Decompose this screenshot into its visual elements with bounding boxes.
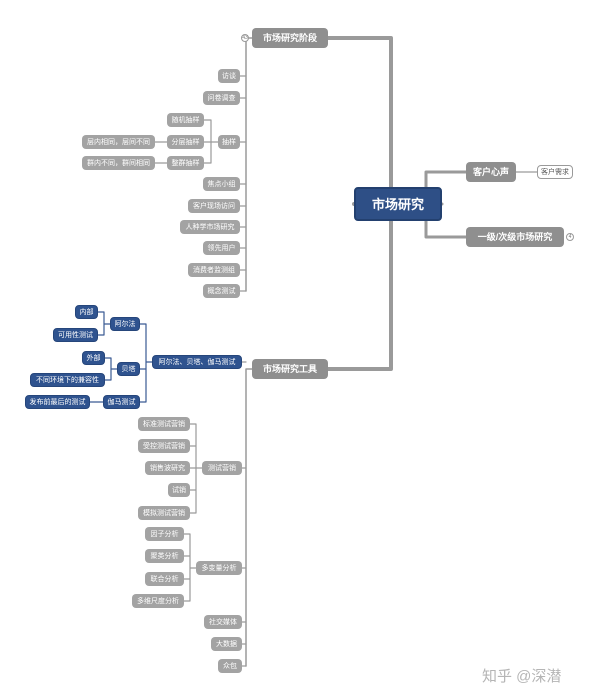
node-ethnographic-research[interactable]: 人种学市场研究 [180, 220, 240, 234]
node-usability-test[interactable]: 可用性测试 [53, 328, 98, 342]
node-concept-test[interactable]: 概念测试 [203, 284, 240, 298]
node-alpha[interactable]: 阿尔法 [110, 317, 140, 331]
node-crowdsourcing[interactable]: 众包 [218, 659, 242, 673]
branch-voice-of-customer[interactable]: 客户心声 [466, 162, 516, 182]
node-social-media[interactable]: 社交媒体 [204, 615, 242, 629]
note-stratified: 层内相同，层间不同 [82, 135, 155, 149]
node-beta[interactable]: 贝塔 [117, 362, 140, 376]
root-node[interactable]: 市场研究 [354, 187, 442, 221]
node-multidimensional-scaling[interactable]: 多维尺度分析 [132, 594, 184, 608]
node-sales-wave-research[interactable]: 销售波研究 [145, 461, 190, 475]
node-customer-site-visit[interactable]: 客户现场访问 [188, 199, 240, 213]
note-cluster: 群内不同，群间相同 [82, 156, 155, 170]
node-survey[interactable]: 问卷调查 [203, 91, 240, 105]
node-compatibility[interactable]: 不同环境下的兼容性 [30, 373, 105, 387]
node-big-data[interactable]: 大数据 [211, 637, 242, 651]
node-trial-sale[interactable]: 试销 [168, 483, 190, 497]
node-cluster-analysis[interactable]: 聚类分析 [145, 549, 184, 563]
node-beta-external[interactable]: 外部 [82, 351, 105, 365]
node-consumer-panel[interactable]: 消费者监测组 [188, 263, 240, 277]
branch-market-research-stages[interactable]: 市场研究阶段 [252, 28, 328, 48]
node-standard-test-market[interactable]: 标准测试营销 [138, 417, 190, 431]
node-final-prerelease-test[interactable]: 发布前最后的测试 [25, 395, 90, 409]
node-cluster-sampling[interactable]: 整群抽样 [167, 156, 204, 170]
node-gamma-test[interactable]: 伽马测试 [103, 395, 140, 409]
node-lead-users[interactable]: 领先用户 [203, 241, 240, 255]
node-simulated-test-market[interactable]: 模拟测试营销 [138, 506, 190, 520]
watermark-text: 知乎 @深潜 [482, 668, 562, 685]
branch-primary-secondary-research[interactable]: 一级/次级市场研究 [466, 227, 564, 247]
collapse-stages-icon[interactable]: 43 [241, 34, 249, 42]
node-stratified-sampling[interactable]: 分层抽样 [167, 135, 204, 149]
node-sampling[interactable]: 抽样 [218, 135, 240, 149]
node-conjoint-analysis[interactable]: 联合分析 [145, 572, 184, 586]
node-focus-group[interactable]: 焦点小组 [203, 177, 240, 191]
node-random-sampling[interactable]: 随机抽样 [167, 113, 204, 127]
collapse-research-icon[interactable]: 4 [566, 233, 574, 241]
branch-market-research-tools[interactable]: 市场研究工具 [252, 359, 328, 379]
node-controlled-test-market[interactable]: 受控测试营销 [138, 439, 190, 453]
node-test-marketing[interactable]: 测试营销 [202, 461, 242, 475]
node-factor-analysis[interactable]: 因子分析 [145, 527, 184, 541]
node-interview[interactable]: 访谈 [218, 69, 240, 83]
node-alpha-internal[interactable]: 内部 [75, 305, 98, 319]
node-customer-needs[interactable]: 客户需求 [537, 165, 573, 179]
node-multivariate-analysis[interactable]: 多变量分析 [196, 561, 242, 575]
node-alpha-beta-gamma[interactable]: 阿尔法、贝塔、伽马测试 [152, 355, 242, 369]
